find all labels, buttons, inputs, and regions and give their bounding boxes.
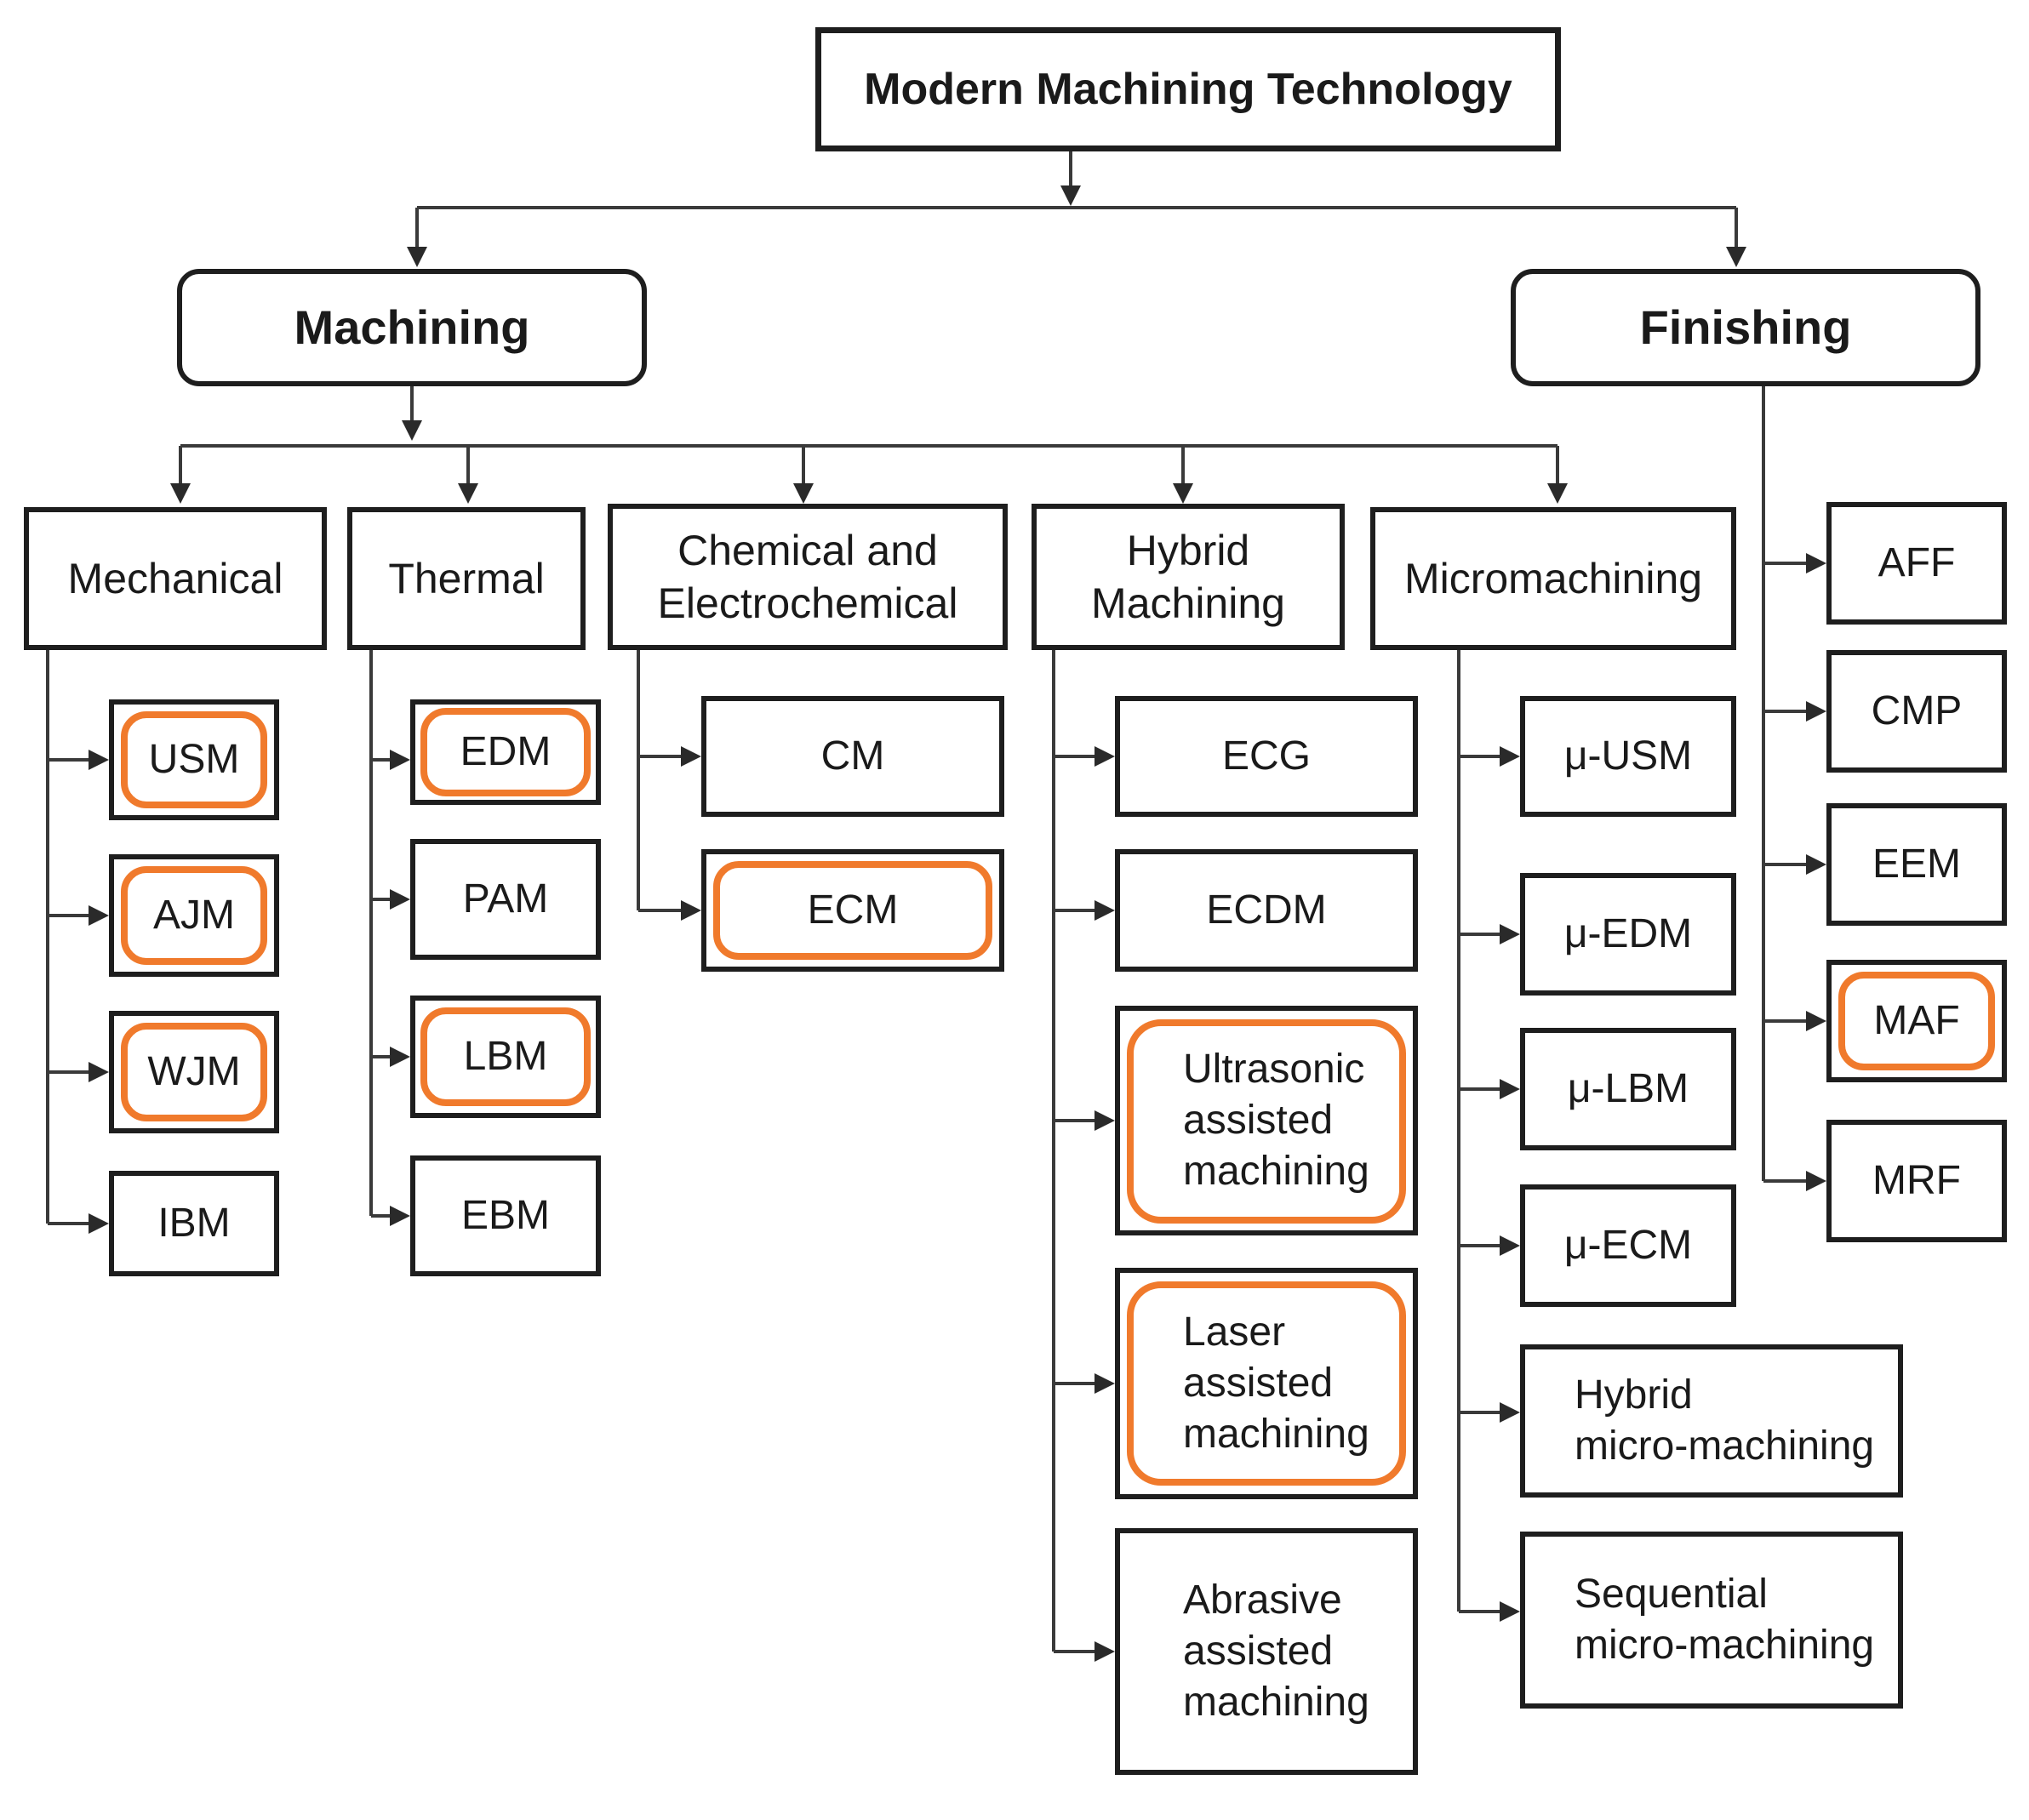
method-hybrid-micro-machining: Hybrid micro-machining <box>1520 1344 1903 1498</box>
category-mechanical: Mechanical <box>24 507 327 650</box>
method-label: μ-LBM <box>1567 1066 1689 1111</box>
method-label: Sequential micro-machining <box>1575 1572 1875 1668</box>
method-maf: MAF <box>1826 960 2007 1082</box>
category-micromachining: Micromachining <box>1370 507 1736 650</box>
method-label: AJM <box>153 893 235 938</box>
method-cm: CM <box>701 696 1004 817</box>
method-cmp: CMP <box>1826 650 2007 773</box>
method-label: EBM <box>460 1193 550 1238</box>
method-label: Hybrid micro-machining <box>1575 1372 1875 1469</box>
method-ecm: ECM <box>701 849 1004 972</box>
method-mrf: MRF <box>1826 1120 2007 1242</box>
method-usm: USM <box>109 699 279 820</box>
method-edm: EDM <box>410 699 601 805</box>
finishing-node: Finishing <box>1511 269 1980 386</box>
category-label: Thermal <box>388 554 545 602</box>
method-label: AFF <box>1878 540 1956 585</box>
machining-label: Machining <box>294 300 530 354</box>
method-label: MRF <box>1872 1158 1961 1203</box>
method-label: Laser assisted machining <box>1183 1309 1369 1457</box>
method-label: Ultrasonic assisted machining <box>1183 1047 1369 1194</box>
method-ibm: IBM <box>109 1171 279 1276</box>
method-ultrasonic-assisted: Ultrasonic assisted machining <box>1115 1006 1418 1235</box>
method-label: Abrasive assisted machining <box>1183 1578 1369 1725</box>
method-ebm: EBM <box>410 1155 601 1276</box>
finishing-label: Finishing <box>1639 300 1852 354</box>
method-micro-usm: μ-USM <box>1520 696 1736 817</box>
category-label: Mechanical <box>67 554 283 602</box>
method-label: ECM <box>807 887 899 933</box>
method-label: USM <box>148 737 240 782</box>
method-label: μ-USM <box>1563 733 1693 779</box>
method-aff: AFF <box>1826 502 2007 625</box>
method-pam: PAM <box>410 839 601 960</box>
method-ecdm: ECDM <box>1115 849 1418 972</box>
method-micro-edm: μ-EDM <box>1520 873 1736 996</box>
method-lbm: LBM <box>410 996 601 1118</box>
method-label: LBM <box>463 1034 548 1079</box>
method-label: μ-EDM <box>1563 911 1693 956</box>
method-laser-assisted: Laser assisted machining <box>1115 1268 1418 1499</box>
method-label: PAM <box>462 876 549 921</box>
method-label: EDM <box>460 729 552 774</box>
method-eem: EEM <box>1826 803 2007 926</box>
method-label: CMP <box>1871 688 1963 733</box>
method-label: CM <box>820 733 885 779</box>
root-node: Modern Machining Technology <box>815 27 1561 151</box>
category-label: Hybrid Machining <box>1091 526 1285 628</box>
category-label: Micromachining <box>1403 554 1703 602</box>
method-abrasive-assisted: Abrasive assisted machining <box>1115 1528 1418 1775</box>
machining-node: Machining <box>177 269 647 386</box>
method-micro-ecm: μ-ECM <box>1520 1184 1736 1307</box>
method-label: μ-ECM <box>1563 1223 1693 1268</box>
method-label: EEM <box>1872 842 1961 887</box>
method-label: IBM <box>157 1201 231 1246</box>
root-label: Modern Machining Technology <box>864 64 1512 114</box>
category-chemical-electrochemical: Chemical and Electrochemical <box>608 504 1008 650</box>
method-label: ECG <box>1221 733 1311 779</box>
method-micro-lbm: μ-LBM <box>1520 1028 1736 1150</box>
category-label: Chemical and Electrochemical <box>657 526 958 628</box>
method-sequential-micro-machining: Sequential micro-machining <box>1520 1532 1903 1709</box>
method-label: MAF <box>1873 998 1960 1043</box>
category-thermal: Thermal <box>347 507 586 650</box>
method-ecg: ECG <box>1115 696 1418 817</box>
category-hybrid-machining: Hybrid Machining <box>1032 504 1345 650</box>
method-label: ECDM <box>1206 887 1327 933</box>
method-ajm: AJM <box>109 854 279 977</box>
method-wjm: WJM <box>109 1011 279 1133</box>
method-label: WJM <box>147 1049 241 1094</box>
